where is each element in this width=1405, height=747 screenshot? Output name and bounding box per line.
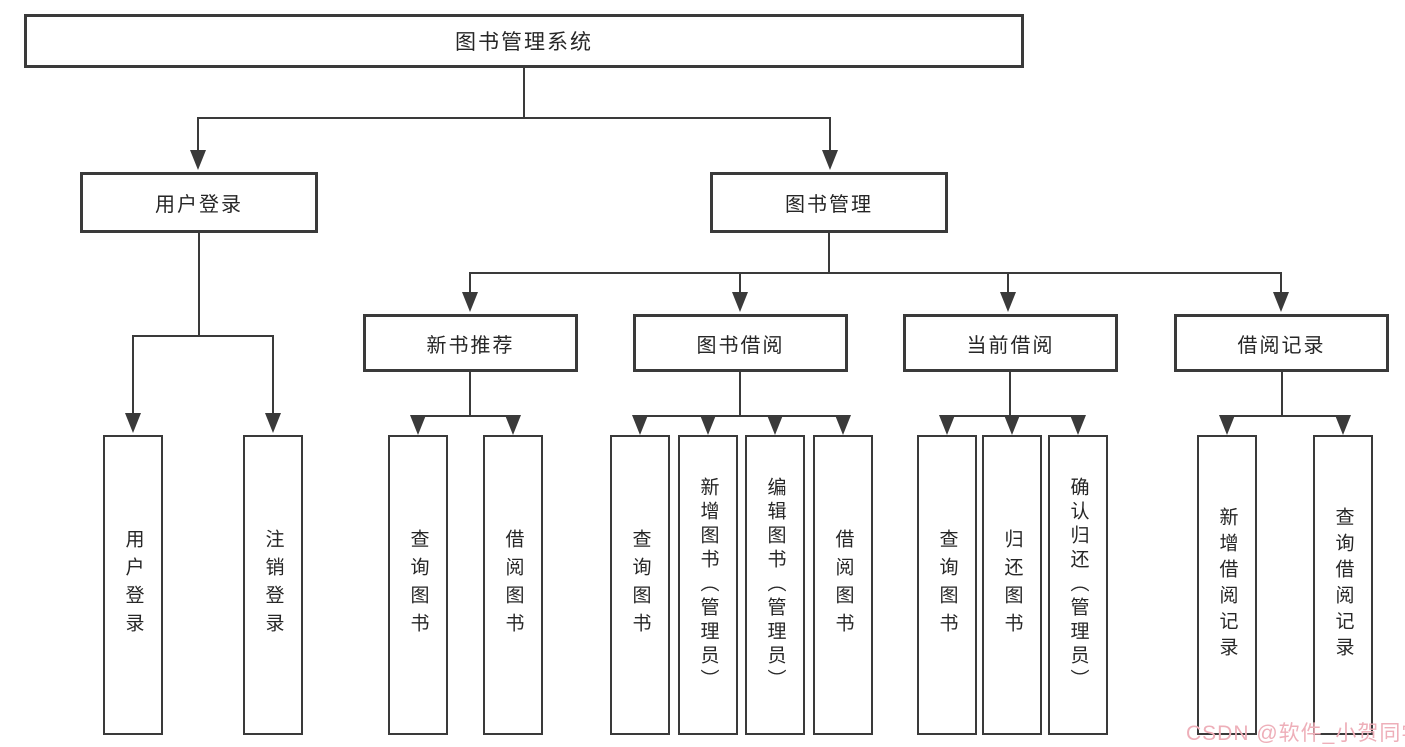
node-label: 用户登录 [122,529,144,641]
node-label: 借阅图书 [502,529,524,641]
arrow-down-icon [822,150,838,170]
connector-line [828,233,830,272]
node-leaf-br-add-record: 新增借阅记录 [1197,435,1257,735]
arrow-down-icon [462,292,478,312]
node-leaf-cb-return-books: 归还图书 [982,435,1042,735]
node-label: 注销登录 [262,529,284,641]
connector-line [469,272,1282,274]
node-leaf-bb-add-books: 新增图书（管理员） [678,435,738,735]
arrow-down-icon [1335,415,1351,435]
node-leaf-bb-query-books: 查询图书 [610,435,670,735]
connector-line [132,335,134,413]
node-leaf-bb-borrow-books: 借阅图书 [813,435,873,735]
node-leaf-rec-query-books: 查询图书 [388,435,448,735]
node-label: 新书推荐 [426,334,515,357]
node-label: 查询借阅记录 [1332,507,1354,663]
node-label: 图书借阅 [696,334,785,357]
connector-line [1007,272,1009,294]
arrow-down-icon [835,415,851,435]
csdn-watermark: CSDN @软件_小贺同学 [1186,722,1405,745]
node-user-login: 用户登录 [80,172,318,233]
arrow-down-icon [700,415,716,435]
connector-line [1009,372,1011,415]
arrow-down-icon [632,415,648,435]
arrow-down-icon [410,415,426,435]
connector-line [272,335,274,413]
node-label: 用户登录 [155,194,243,216]
node-label: 查询图书 [629,529,651,641]
node-leaf-logout: 注销登录 [243,435,303,735]
connector-line [417,415,514,417]
node-label: 编辑图书（管理员） [764,477,786,693]
node-leaf-user-login: 用户登录 [103,435,163,735]
connector-line [198,233,200,335]
arrow-down-icon [732,292,748,312]
node-label: 查询图书 [936,529,958,641]
node-borrow-records: 借阅记录 [1174,314,1389,372]
node-label: 图书管理 [785,194,873,216]
connector-line [469,372,471,415]
arrow-down-icon [1219,415,1235,435]
node-leaf-cb-confirm-return: 确认归还（管理员） [1048,435,1108,735]
connector-line [739,272,741,294]
node-book-borrow: 图书借阅 [633,314,848,372]
node-current-borrow: 当前借阅 [903,314,1118,372]
arrow-down-icon [505,415,521,435]
node-label: 查询图书 [407,529,429,641]
arrow-down-icon [1070,415,1086,435]
connector-line [1226,415,1344,417]
node-label: 借阅记录 [1237,334,1326,357]
node-library-management-system: 图书管理系统 [24,14,1024,68]
connector-line [829,117,831,152]
connector-line [1280,272,1282,294]
connector-line [639,415,844,417]
connector-line [523,68,525,117]
node-leaf-rec-borrow-books: 借阅图书 [483,435,543,735]
node-leaf-cb-query-books: 查询图书 [917,435,977,735]
connector-line [132,335,274,337]
arrow-down-icon [190,150,206,170]
arrow-down-icon [1273,292,1289,312]
connector-line [197,117,199,152]
arrow-down-icon [767,415,783,435]
node-label: 新增图书（管理员） [697,477,719,693]
connector-line [739,372,741,415]
node-label: 图书管理系统 [455,31,593,54]
node-leaf-bb-edit-books: 编辑图书（管理员） [745,435,805,735]
node-leaf-br-query-record: 查询借阅记录 [1313,435,1373,735]
arrow-down-icon [265,413,281,433]
connector-line [197,117,831,119]
node-label: 归还图书 [1001,529,1023,641]
node-new-book-recommend: 新书推荐 [363,314,578,372]
arrow-down-icon [1004,415,1020,435]
arrow-down-icon [1000,292,1016,312]
arrow-down-icon [125,413,141,433]
connector-line [1281,372,1283,415]
node-book-management: 图书管理 [710,172,948,233]
node-label: 当前借阅 [966,334,1055,357]
node-label: 借阅图书 [832,529,854,641]
node-label: 确认归还（管理员） [1067,477,1089,693]
connector-line [469,272,471,294]
node-label: 新增借阅记录 [1216,507,1238,663]
arrow-down-icon [939,415,955,435]
